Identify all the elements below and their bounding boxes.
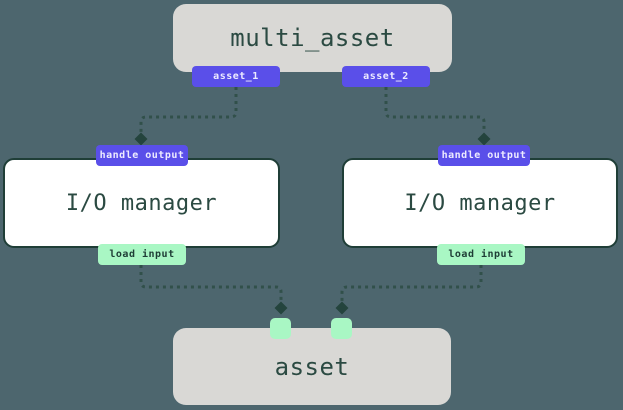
io-manager-left-label: I/O manager [65,190,218,216]
io-manager-left-node[interactable]: I/O manager [3,158,280,248]
edge-left-io-to-asset-port1 [139,265,283,301]
io-manager-right-label: I/O manager [404,190,556,216]
output-badge-asset-1[interactable]: asset_1 [192,66,280,87]
edge-asset1-to-left-io [139,87,238,132]
io-manager-right-node[interactable]: I/O manager [342,158,618,248]
asset-label: asset [274,352,350,381]
diamond-arrowhead-icon [274,301,288,315]
diamond-arrowhead-icon [134,132,148,146]
edge-right-io-to-asset-port2 [340,265,483,301]
multi-asset-label: multi_asset [230,24,395,52]
multi-asset-node[interactable]: multi_asset [173,4,452,72]
output-badge-asset-2[interactable]: asset_2 [342,66,430,87]
diamond-arrowhead-icon [477,132,491,146]
handle-output-badge-right[interactable]: handle output [438,145,530,166]
edge-asset2-to-right-io [384,87,486,132]
load-input-badge-left[interactable]: load input [98,244,186,265]
diamond-arrowhead-icon [335,301,349,315]
asset-input-port-1 [270,318,291,339]
handle-output-badge-left[interactable]: handle output [96,145,188,166]
asset-input-port-2 [331,318,352,339]
load-input-badge-right[interactable]: load input [437,244,525,265]
asset-node[interactable]: asset [173,328,451,405]
